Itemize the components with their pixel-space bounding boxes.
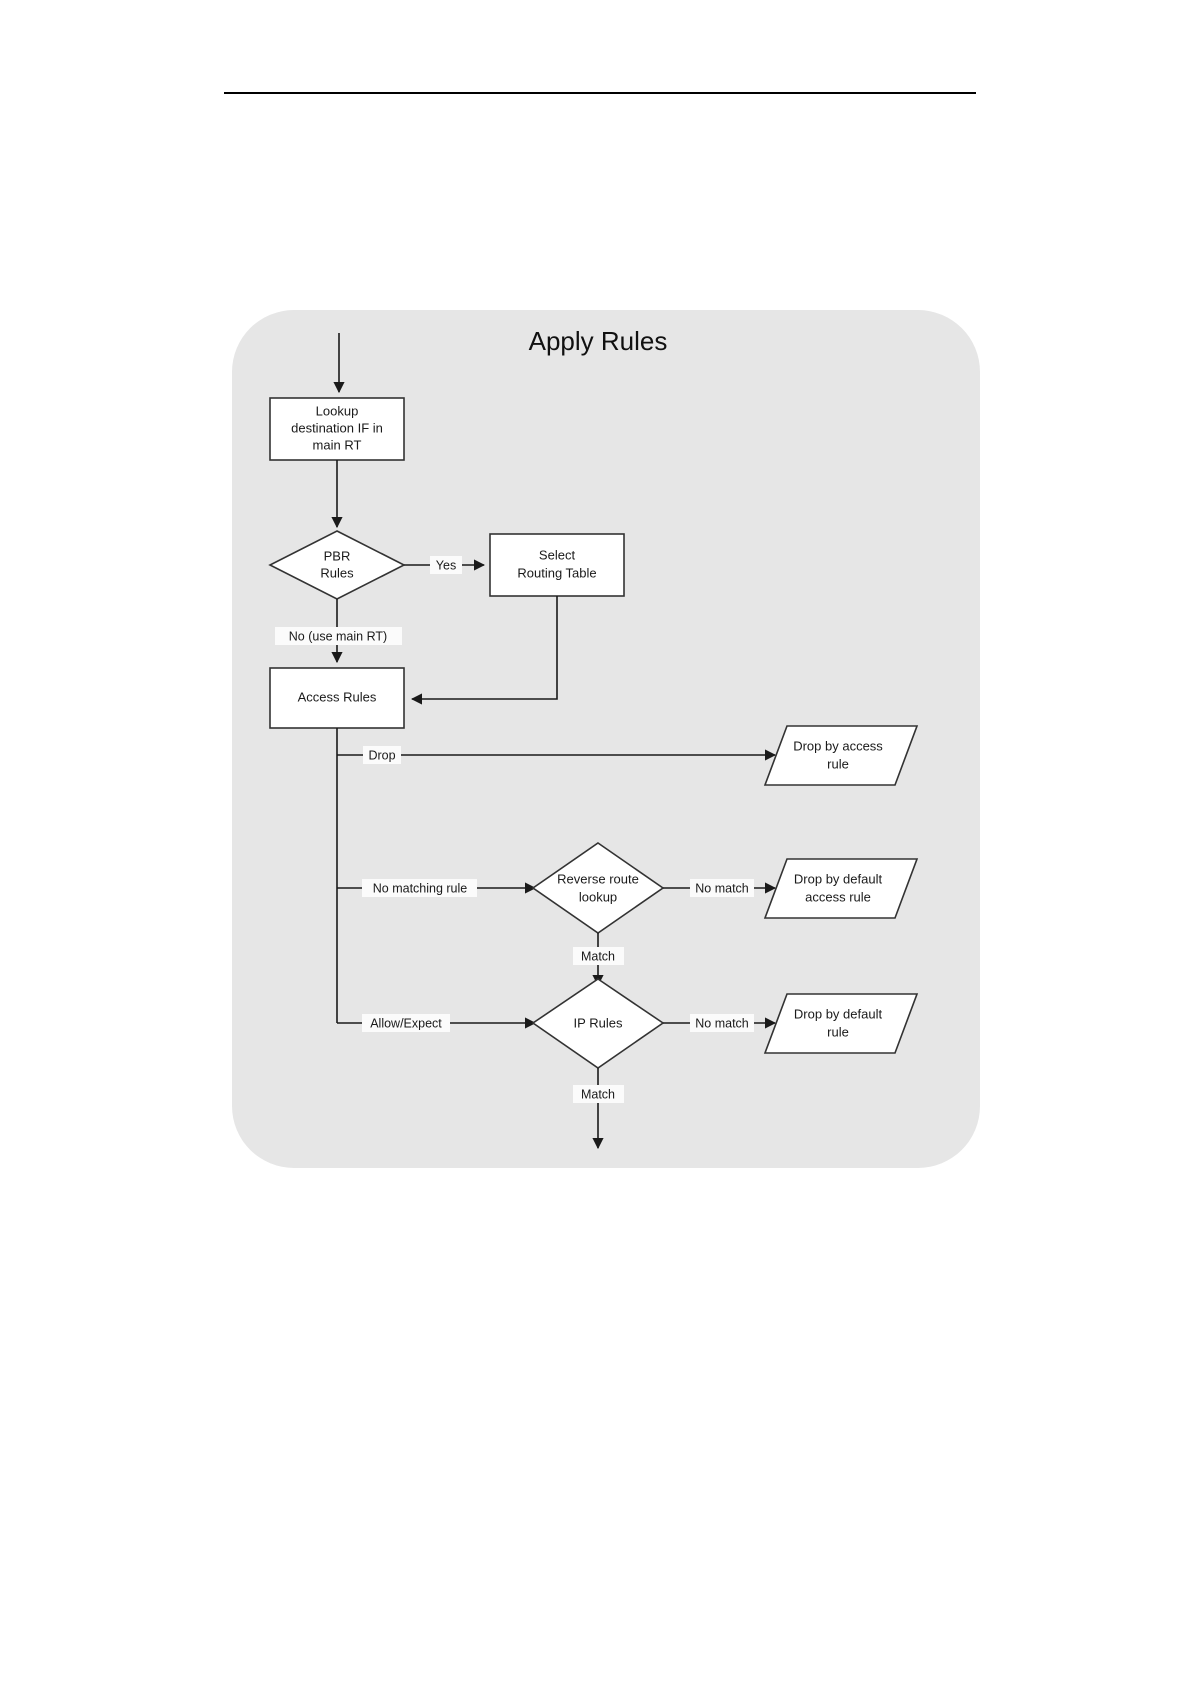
edge-access-drop: Drop — [337, 746, 777, 764]
node-ip-rules-label: IP Rules — [574, 1015, 623, 1030]
edge-label-reverse-no-match: No match — [695, 881, 749, 895]
node-select-rt-line-2: Routing Table — [517, 565, 596, 580]
node-lookup-destination[interactable]: Lookup destination IF in main RT — [269, 397, 405, 461]
edge-label-no-matching-rule: No matching rule — [373, 881, 468, 895]
edge-label-allow-expect: Allow/Expect — [370, 1016, 442, 1030]
node-drop-default-access-line-2: access rule — [805, 889, 871, 904]
edge-label-ip-match: Match — [581, 1087, 615, 1101]
edge-ip-no-match: No match — [663, 1014, 777, 1032]
edge-label-ip-no-match: No match — [695, 1016, 749, 1030]
edge-select-rt-to-access-rules — [410, 596, 558, 705]
edge-label-reverse-match: Match — [581, 949, 615, 963]
edge-label-drop: Drop — [368, 748, 395, 762]
edge-ip-match-exit: Match — [573, 1068, 624, 1150]
node-access-rules[interactable]: Access Rules — [269, 667, 405, 729]
node-lookup-line-3: main RT — [313, 437, 362, 452]
edge-pbr-no: No (use main RT) — [275, 599, 402, 664]
node-lookup-line-2: destination IF in — [291, 420, 383, 435]
apply-rules-container — [232, 310, 980, 1168]
node-drop-access-line-1: Drop by access — [793, 738, 883, 753]
node-drop-default-line-2: rule — [827, 1024, 849, 1039]
node-pbr-line-2: Rules — [320, 565, 354, 580]
header-rule — [224, 92, 976, 94]
node-reverse-route-line-2: lookup — [579, 889, 617, 904]
node-drop-by-access-rule[interactable]: Drop by access rule — [763, 725, 919, 786]
node-reverse-route-line-1: Reverse route — [557, 871, 639, 886]
node-drop-by-default-access-rule[interactable]: Drop by default access rule — [763, 858, 919, 919]
edge-access-no-matching-rule: No matching rule — [337, 879, 537, 897]
node-drop-default-access-line-1: Drop by default — [794, 871, 883, 886]
node-pbr-line-1: PBR — [324, 548, 351, 563]
node-access-rules-label: Access Rules — [298, 689, 377, 704]
diagram-title: Apply Rules — [529, 326, 668, 356]
edge-reverse-no-match: No match — [663, 879, 777, 897]
edge-pbr-yes: Yes — [404, 556, 486, 574]
edge-access-allow-expect: Allow/Expect — [337, 1014, 537, 1032]
edge-label-yes: Yes — [436, 558, 456, 572]
node-pbr-rules[interactable]: PBR Rules — [268, 530, 406, 600]
node-lookup-line-1: Lookup — [316, 403, 359, 418]
node-select-rt-line-1: Select — [539, 547, 576, 562]
edge-reverse-match: Match — [573, 933, 624, 987]
node-drop-by-default-rule[interactable]: Drop by default rule — [763, 993, 919, 1054]
node-select-routing-table[interactable]: Select Routing Table — [489, 533, 625, 597]
node-reverse-route-lookup[interactable]: Reverse route lookup — [531, 842, 665, 934]
edge-label-no-use-main-rt: No (use main RT) — [289, 629, 387, 643]
node-drop-default-line-1: Drop by default — [794, 1006, 883, 1021]
node-drop-access-line-2: rule — [827, 756, 849, 771]
